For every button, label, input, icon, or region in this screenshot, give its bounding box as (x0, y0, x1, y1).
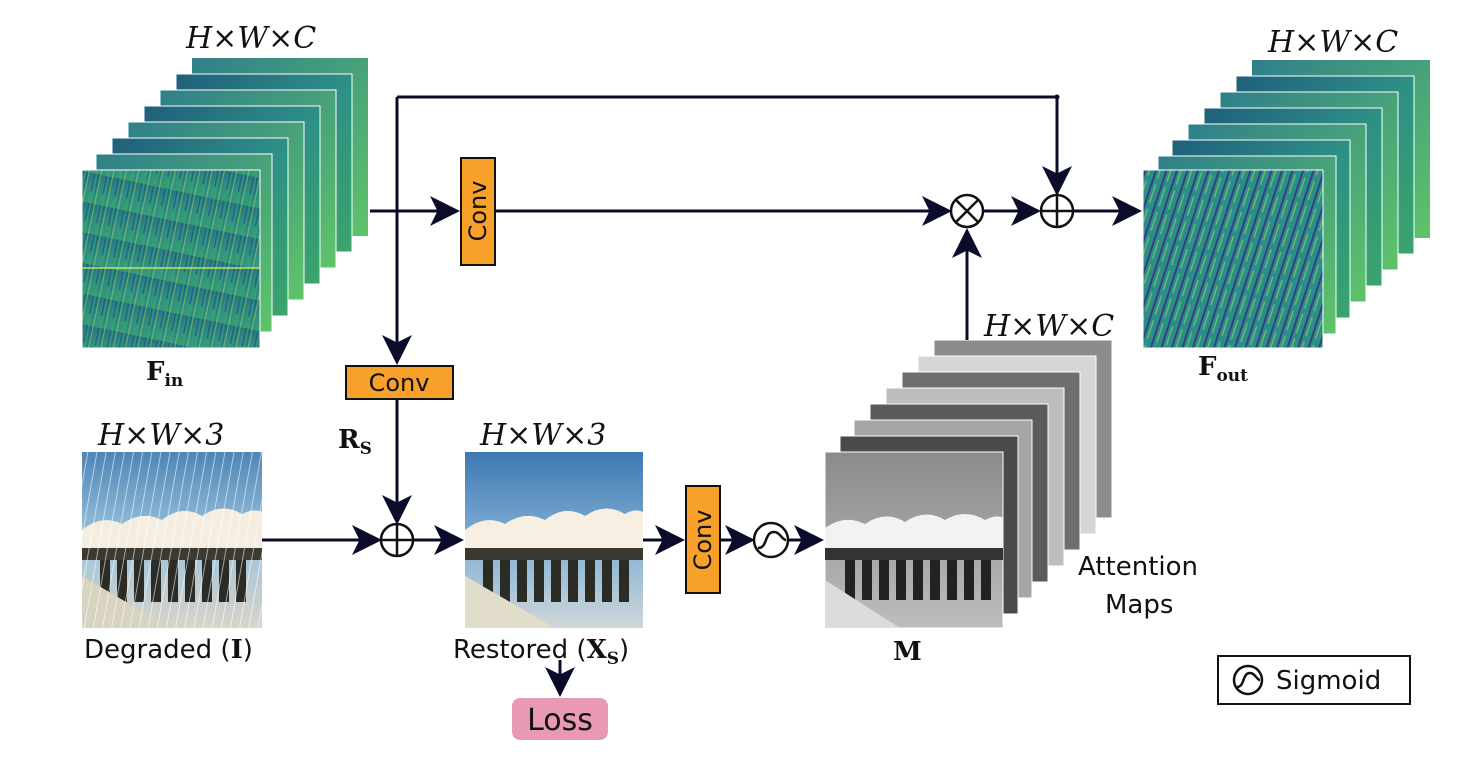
svg-text:Conv: Conv (689, 510, 717, 571)
restored-dims: H×W×3 (479, 418, 606, 453)
sigmoid-operator (752, 521, 790, 559)
conv-block-top: Conv (460, 157, 496, 266)
sigmoid-legend-label: Sigmoid (1276, 666, 1381, 696)
conv-block-mid: Conv (345, 365, 454, 400)
add-operator-top (1039, 193, 1075, 229)
degraded-dims: H×W×3 (97, 418, 224, 453)
rs-label: RS (338, 425, 372, 459)
svg-text:Conv: Conv (369, 369, 430, 397)
attention-maps-label-line1: Attention (1078, 552, 1198, 582)
attention-dims: H×W×C (983, 309, 1114, 344)
attention-maps-label-line2: Maps (1105, 590, 1173, 620)
fout-label: Fout (1198, 352, 1248, 386)
restored-image (465, 452, 643, 628)
conv-block-bottom: Conv (685, 485, 721, 594)
loss-box: Loss (512, 698, 608, 740)
fin-dims: H×W×C (185, 21, 316, 56)
add-operator-bottom (379, 522, 415, 558)
fout-dims: H×W×C (1267, 25, 1398, 60)
svg-text:Loss: Loss (527, 703, 593, 738)
m-label: M (893, 637, 922, 667)
fin-label: Fin (146, 357, 183, 391)
degraded-image (82, 452, 262, 628)
fout-feature-stack (1142, 60, 1430, 349)
multiply-operator (949, 193, 985, 229)
attention-maps-stack (824, 339, 1113, 629)
degraded-label: Degraded (I) (84, 635, 253, 665)
restored-label: Restored (XS) (453, 635, 629, 669)
connections (262, 94, 1142, 697)
fin-feature-stack (81, 58, 368, 349)
sigmoid-legend: Sigmoid (1217, 655, 1411, 705)
svg-text:Conv: Conv (464, 181, 492, 242)
